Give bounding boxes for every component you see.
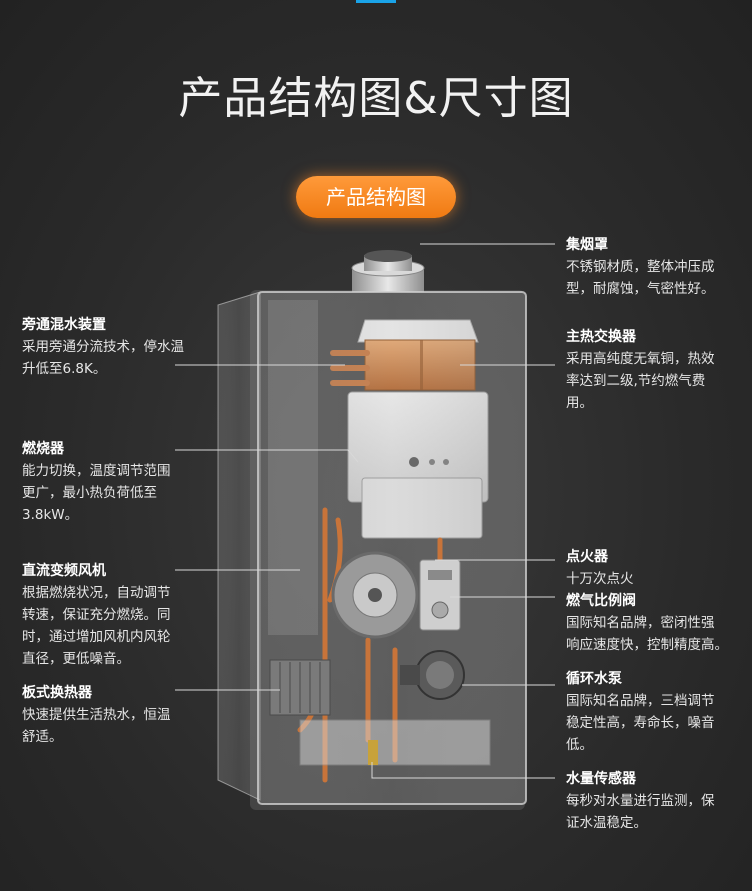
callout-desc: 能力切换，温度调节范围 更广，最小热负荷低至 3.8kW。: [22, 463, 171, 523]
callout-desc: 不锈钢材质，整体冲压成 型，耐腐蚀，气密性好。: [566, 259, 715, 297]
callout-title: 直流变频风机: [22, 563, 106, 579]
callout-desc: 采用高纯度无氧铜，热效 率达到二级,节约燃气费 用。: [566, 351, 715, 411]
water-flow-sensor: [299, 719, 491, 766]
callout-desc: 每秒对水量进行监测，保 证水温稳定。: [566, 793, 715, 831]
callout-title: 集烟罩: [566, 237, 608, 253]
leader-line-sensor: [371, 762, 555, 779]
callout-desc: 国际知名品牌，三档调节 稳定性高，寿命长，噪音 低。: [566, 693, 715, 753]
callout-title: 燃烧器: [22, 441, 64, 457]
circulation-pump: [400, 650, 465, 700]
callout-title: 点火器: [566, 549, 608, 565]
callout-fan: 直流变频风机 根据燃烧状况，自动调节 转速，保证充分燃烧。同 时，通过增加风机内…: [22, 560, 212, 670]
callout-desc: 国际知名品牌，密闭性强 响应速度快，控制精度高。: [566, 615, 728, 653]
callout-pump: 循环水泵 国际知名品牌，三档调节 稳定性高，寿命长，噪音 低。: [566, 668, 748, 756]
callout-smoke-hood: 集烟罩 不锈钢材质，整体冲压成 型，耐腐蚀，气密性好。: [566, 234, 748, 300]
page-title: 产品结构图&尺寸图: [178, 73, 574, 124]
leader-line-burner: [175, 449, 359, 463]
callout-burner: 燃烧器 能力切换，温度调节范围 更广，最小热负荷低至 3.8kW。: [22, 438, 212, 526]
flue-pipe: [351, 250, 425, 292]
callout-desc: 快速提供生活热水，恒温 舒适。: [22, 707, 171, 745]
callout-title: 循环水泵: [566, 671, 622, 687]
callout-title: 板式换热器: [22, 685, 92, 701]
callout-main-hx: 主热交换器 采用高纯度无氧铜，热效 率达到二级,节约燃气费 用。: [566, 326, 748, 414]
callout-igniter: 点火器 十万次点火: [566, 546, 748, 590]
callout-title: 水量传感器: [566, 771, 636, 787]
top-indicator-bar: [356, 0, 396, 3]
leader-lines: [175, 243, 555, 779]
callout-title: 主热交换器: [566, 329, 636, 345]
section-badge: 产品结构图: [296, 176, 456, 218]
callout-desc: 根据燃烧状况，自动调节 转速，保证充分燃烧。同 时，通过增加风机内风轮 直径，更…: [22, 585, 171, 667]
gas-valve: [419, 559, 461, 631]
callout-title: 旁通混水装置: [22, 317, 106, 333]
plate-heat-exchanger: [269, 659, 331, 716]
callout-gas-valve: 燃气比例阀 国际知名品牌，密闭性强 响应速度快，控制精度高。: [566, 590, 748, 656]
dc-fan: [331, 551, 419, 639]
callout-desc: 采用旁通分流技术，停水温 升低至6.8K。: [22, 339, 184, 377]
callout-plate-hx: 板式换热器 快速提供生活热水，恒温 舒适。: [22, 682, 212, 748]
housing-side-panel: [217, 291, 261, 801]
callout-title: 燃气比例阀: [566, 593, 636, 609]
callout-bypass: 旁通混水装置 采用旁通分流技术，停水温 升低至6.8K。: [22, 314, 212, 380]
callout-desc: 十万次点火: [566, 571, 634, 587]
callout-flow-sensor: 水量传感器 每秒对水量进行监测，保 证水温稳定。: [566, 768, 748, 834]
